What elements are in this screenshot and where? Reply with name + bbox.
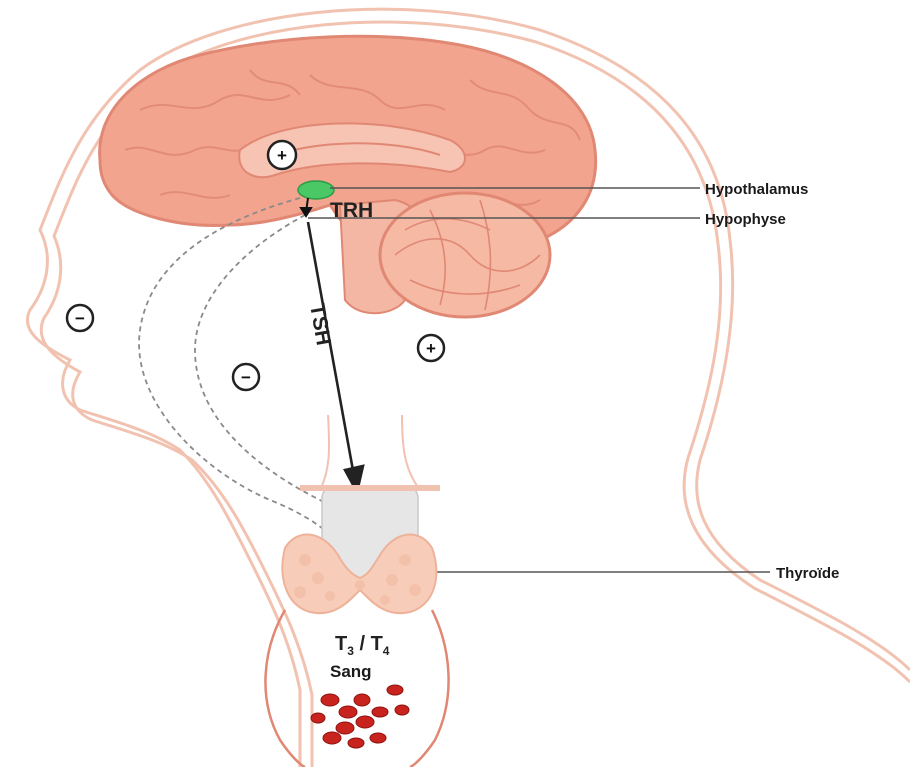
label-hypothalamus: Hypothalamus [705,181,808,198]
plus-sign-brain: + [268,141,296,169]
minus-sign-face: − [67,305,93,331]
label-thyroide: Thyroïde [776,565,839,582]
label-hypophyse: Hypophyse [705,211,786,228]
svg-text:−: − [241,368,251,387]
plus-sign-neck: + [418,335,444,361]
label-sang: Sang [330,662,372,681]
minus-sign-neck: − [233,364,259,390]
label-trh: TRH [330,199,373,222]
red-blood-cells [311,685,409,748]
svg-text:+: + [426,339,436,358]
svg-text:T3 / T4: T3 / T4 [335,633,390,658]
svg-text:−: − [75,309,85,328]
label-t3-t4: T3 / T4 [335,633,390,658]
hypothalamus-region [298,181,334,199]
label-tsh: TSH [305,302,335,347]
svg-text:+: + [277,146,287,165]
